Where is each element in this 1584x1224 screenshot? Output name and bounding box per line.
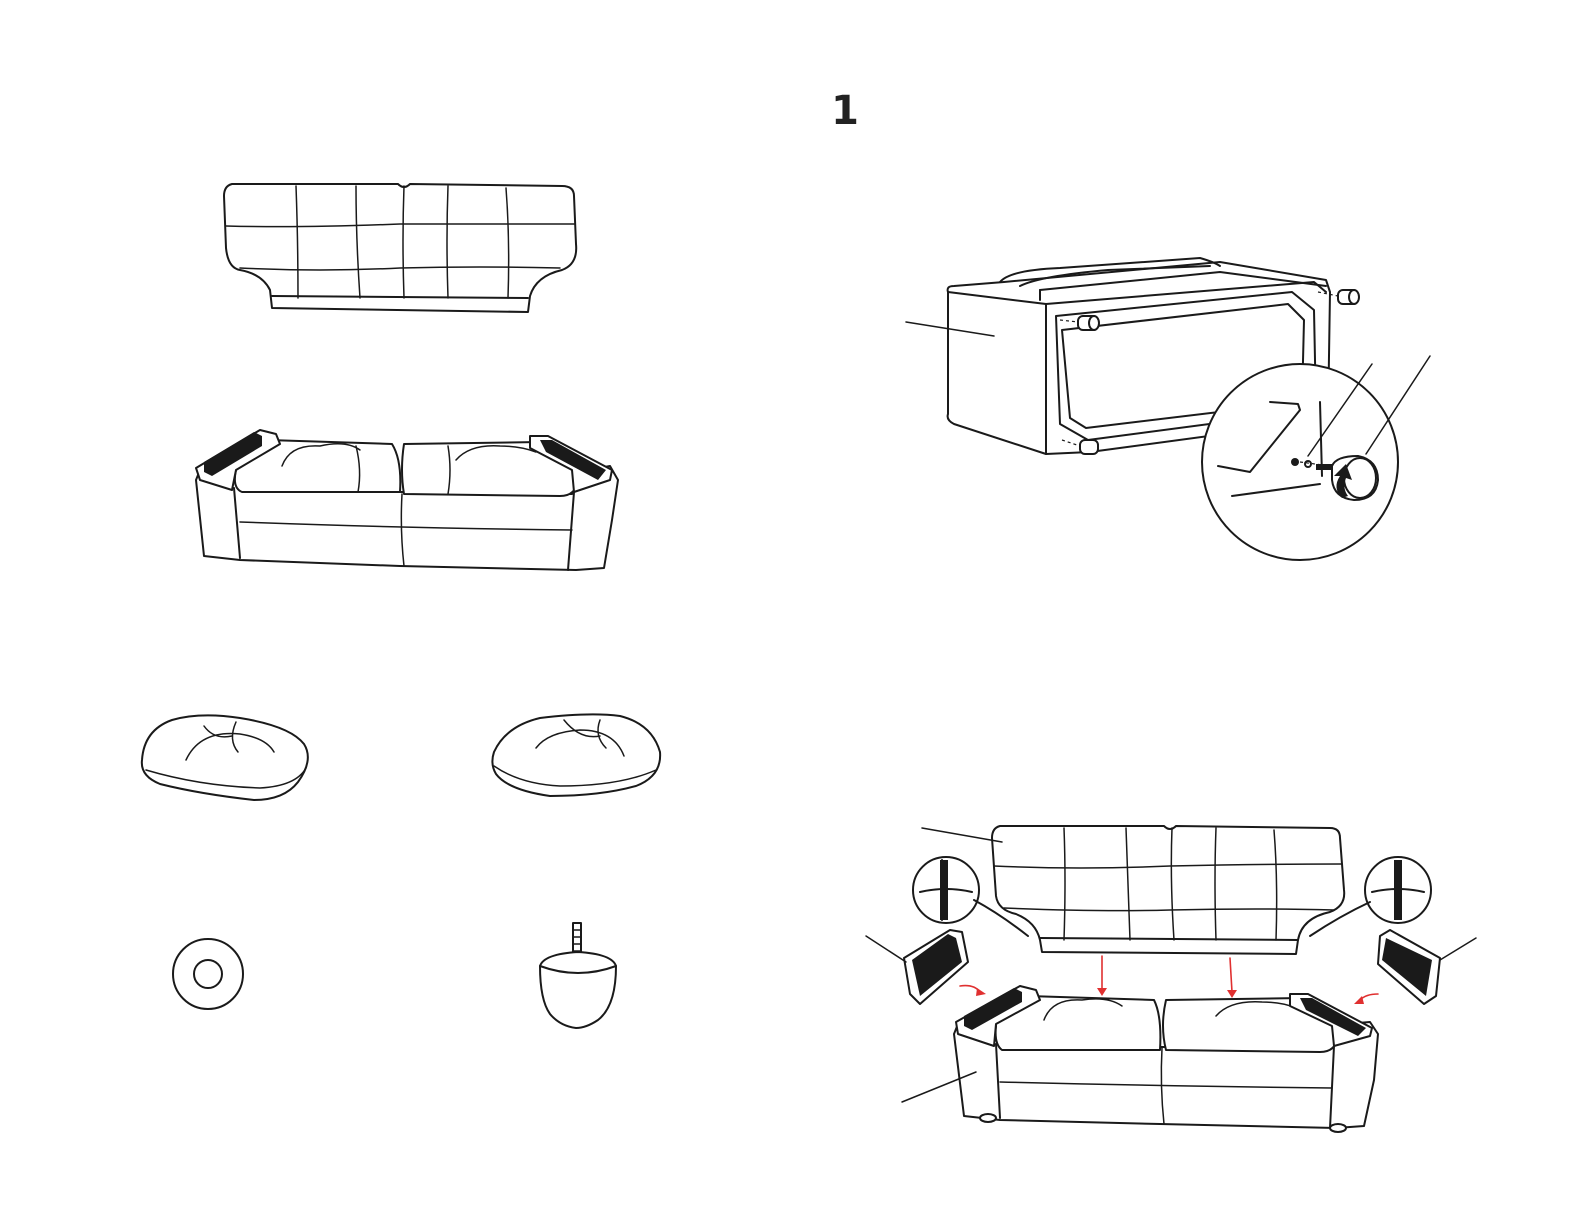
attach-backrest-icon — [866, 826, 1476, 1132]
attach-legs-icon — [906, 258, 1430, 560]
seat-cushion-right-icon — [492, 714, 660, 796]
leg-icon — [540, 923, 616, 1028]
backrest-icon — [224, 184, 576, 312]
seat-cushion-left-icon — [142, 715, 308, 800]
washer-icon — [173, 939, 243, 1009]
sofa-frame-icon — [196, 430, 618, 570]
